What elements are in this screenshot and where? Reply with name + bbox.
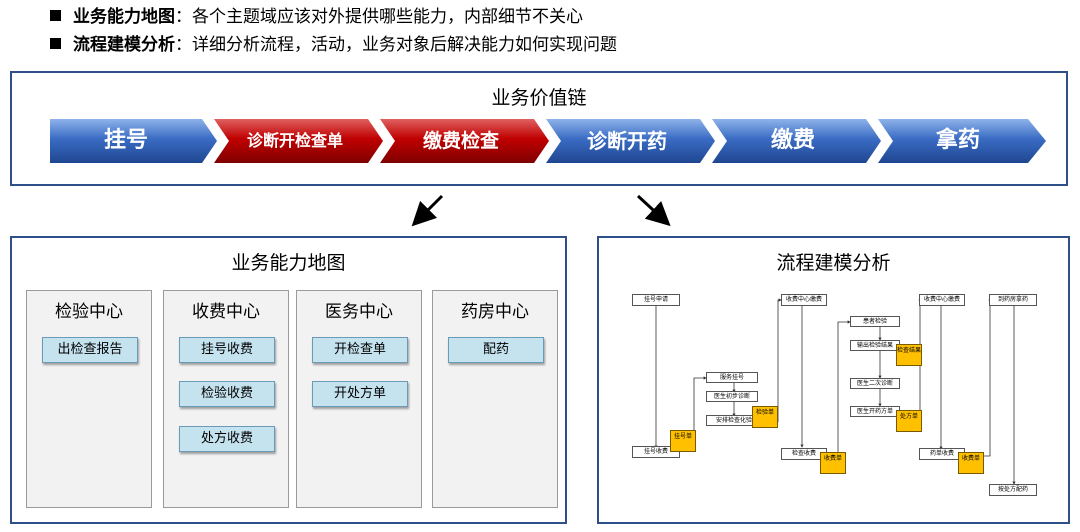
flow-step-patient-test: 患者检验 bbox=[850, 316, 900, 327]
bullet-bold: 流程建模分析 bbox=[73, 35, 175, 55]
chevron-step-3 bbox=[380, 119, 549, 163]
capability-item: 挂号收费 bbox=[179, 337, 275, 363]
flow-step-service-register: 服务挂号 bbox=[706, 372, 758, 383]
center-column-billing: 收费中心 挂号收费 检验收费 处方收费 bbox=[163, 290, 289, 508]
capability-item: 检验收费 bbox=[179, 381, 275, 407]
chevron-label-6: 拿药 bbox=[935, 128, 980, 153]
center-title: 医务中心 bbox=[325, 302, 393, 322]
flow-step-register-fee: 挂号收费 bbox=[632, 446, 680, 458]
document-test-result: 检查结果 bbox=[896, 344, 922, 366]
flow-step-prescribe: 医生开药方单 bbox=[850, 406, 900, 417]
bullet-process-model: 流程建模分析：详细分析流程，活动，业务对象后解决能力如何实现问题 bbox=[50, 34, 617, 56]
chevron-step-5 bbox=[712, 119, 881, 163]
bullet-text: ：详细分析流程，活动，业务对象后解决能力如何实现问题 bbox=[175, 35, 617, 55]
chevron-step-1 bbox=[50, 119, 217, 163]
center-title: 收费中心 bbox=[192, 302, 260, 322]
chevron-step-6 bbox=[878, 119, 1046, 163]
bullet-square-icon bbox=[50, 10, 61, 21]
chevron-step-2 bbox=[214, 119, 383, 163]
flow-step-billing-center-pay-2: 收费中心缴费 bbox=[919, 294, 965, 306]
chevron-label-5: 缴费 bbox=[770, 128, 815, 153]
capability-item: 配药 bbox=[448, 337, 544, 363]
arrow-to-process-model bbox=[636, 194, 671, 227]
flow-step-initial-diagnosis: 医生初步诊断 bbox=[706, 391, 758, 402]
arrow-to-capability-map bbox=[411, 194, 444, 227]
document-prescription: 处方单 bbox=[896, 410, 922, 432]
chevron-step-4 bbox=[546, 119, 715, 163]
chevron-label-3: 缴费检查 bbox=[422, 130, 499, 152]
chevron-label-2: 诊断开检查单 bbox=[246, 131, 343, 150]
flow-step-test-result: 输出检验结果 bbox=[850, 340, 900, 351]
center-title: 检验中心 bbox=[55, 302, 123, 322]
flow-step-register-request: 挂号申请 bbox=[632, 294, 680, 306]
center-title: 药房中心 bbox=[461, 302, 529, 322]
bullet-text: ：各个主题域应该对外提供哪些能力，内部细节不关心 bbox=[175, 7, 583, 27]
value-chain-arrows bbox=[50, 119, 1046, 163]
capability-map-title: 业务能力地图 bbox=[231, 252, 346, 274]
document-receipt: 收费单 bbox=[820, 452, 846, 474]
capability-item: 出检查报告 bbox=[42, 337, 138, 363]
flow-step-pharmacy-pickup: 到药房拿药 bbox=[989, 294, 1037, 306]
flow-step-billing-center-pay: 收费中心缴费 bbox=[781, 294, 827, 306]
process-model-title: 流程建模分析 bbox=[776, 252, 891, 274]
flow-step-dispense: 按处方配药 bbox=[989, 484, 1037, 496]
bullet-bold: 业务能力地图 bbox=[73, 7, 175, 27]
flow-step-second-diagnosis: 医生二次诊断 bbox=[850, 378, 900, 389]
center-column-pharmacy: 药房中心 配药 bbox=[432, 290, 558, 508]
capability-item: 开检查单 bbox=[312, 337, 408, 363]
document-test-slip: 检验单 bbox=[752, 406, 778, 428]
process-model-panel: 流程建模分析 bbox=[597, 236, 1070, 524]
document-register-slip: 挂号单 bbox=[670, 430, 696, 452]
center-column-inspection: 检验中心 出检查报告 bbox=[26, 290, 152, 508]
bullet-square-icon bbox=[50, 38, 61, 49]
capability-item: 处方收费 bbox=[179, 426, 275, 452]
value-chain-title: 业务价值链 bbox=[491, 87, 587, 109]
capability-item: 开处方单 bbox=[312, 381, 408, 407]
bullet-capability-map: 业务能力地图：各个主题域应该对外提供哪些能力，内部细节不关心 bbox=[50, 6, 583, 28]
chevron-label-1: 挂号 bbox=[103, 128, 148, 153]
center-column-medical: 医务中心 开检查单 开处方单 bbox=[296, 290, 422, 508]
connector-arrows bbox=[411, 194, 671, 227]
document-receipt-2: 收费单 bbox=[958, 452, 984, 474]
chevron-label-4: 诊断开药 bbox=[587, 129, 667, 153]
flow-step-test-fee: 检查收费 bbox=[781, 448, 827, 460]
